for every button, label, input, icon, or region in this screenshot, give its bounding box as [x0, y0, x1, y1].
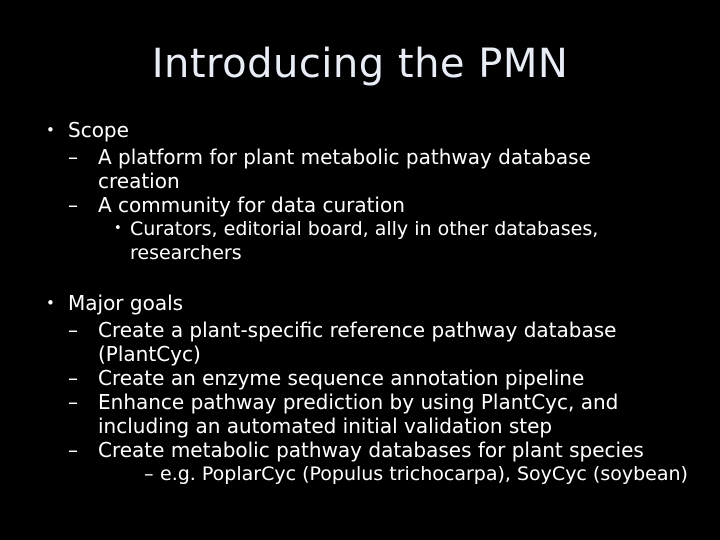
- bullet-text: Scope: [68, 118, 129, 142]
- bullet-item-level1: • Scope: [0, 118, 720, 143]
- bullet-text: Enhance pathway prediction by using Plan…: [98, 390, 619, 438]
- bullet-text: Create a plant-specific reference pathwa…: [98, 318, 617, 366]
- bullet-item-level2: – A community for data curation: [0, 193, 720, 217]
- bullet-text: Create an enzyme sequence annotation pip…: [98, 366, 585, 390]
- bullet-dash-icon: –: [68, 145, 78, 169]
- bullet-item-level3: – e.g. PoplarCyc (Populus trichocarpa), …: [0, 462, 720, 486]
- bullet-item-level2: – Create a plant-specific reference path…: [0, 318, 720, 366]
- bullet-text: A platform for plant metabolic pathway d…: [98, 145, 591, 193]
- bullet-dot-icon: •: [46, 294, 55, 312]
- bullet-dash-icon: –: [144, 463, 154, 485]
- bullet-item-level2: – A platform for plant metabolic pathway…: [0, 145, 720, 193]
- bullet-text: Major goals: [68, 291, 184, 315]
- bullet-dash-icon: –: [68, 366, 78, 390]
- bullet-text: Curators, editorial board, ally in other…: [130, 218, 599, 264]
- bullet-item-level2: – Enhance pathway prediction by using Pl…: [0, 390, 720, 438]
- bullet-group-scope: • Scope – A platform for plant metabolic…: [0, 118, 720, 265]
- bullet-text: A community for data curation: [98, 193, 405, 217]
- bullet-dash-icon: –: [68, 390, 78, 414]
- bullet-item-level2: – Create an enzyme sequence annotation p…: [0, 366, 720, 390]
- page-title: Introducing the PMN: [151, 41, 569, 87]
- bullet-dash-icon: –: [68, 438, 78, 462]
- bullet-dash-icon: –: [68, 193, 78, 217]
- bullet-dash-icon: –: [68, 318, 78, 342]
- bullet-text: Create metabolic pathway databases for p…: [98, 438, 644, 462]
- bullet-item-level2: – Create metabolic pathway databases for…: [0, 438, 720, 462]
- bullet-item-level3: • Curators, editorial board, ally in oth…: [0, 217, 720, 265]
- bullet-text: e.g. PoplarCyc (Populus trichocarpa), So…: [160, 463, 688, 485]
- bullet-item-level1: • Major goals: [0, 291, 720, 316]
- bullet-dot-icon: •: [114, 221, 122, 236]
- slide-body: • Scope – A platform for plant metabolic…: [0, 118, 720, 486]
- bullet-group-major-goals: • Major goals – Create a plant-specific …: [0, 291, 720, 486]
- bullet-dot-icon: •: [46, 121, 55, 139]
